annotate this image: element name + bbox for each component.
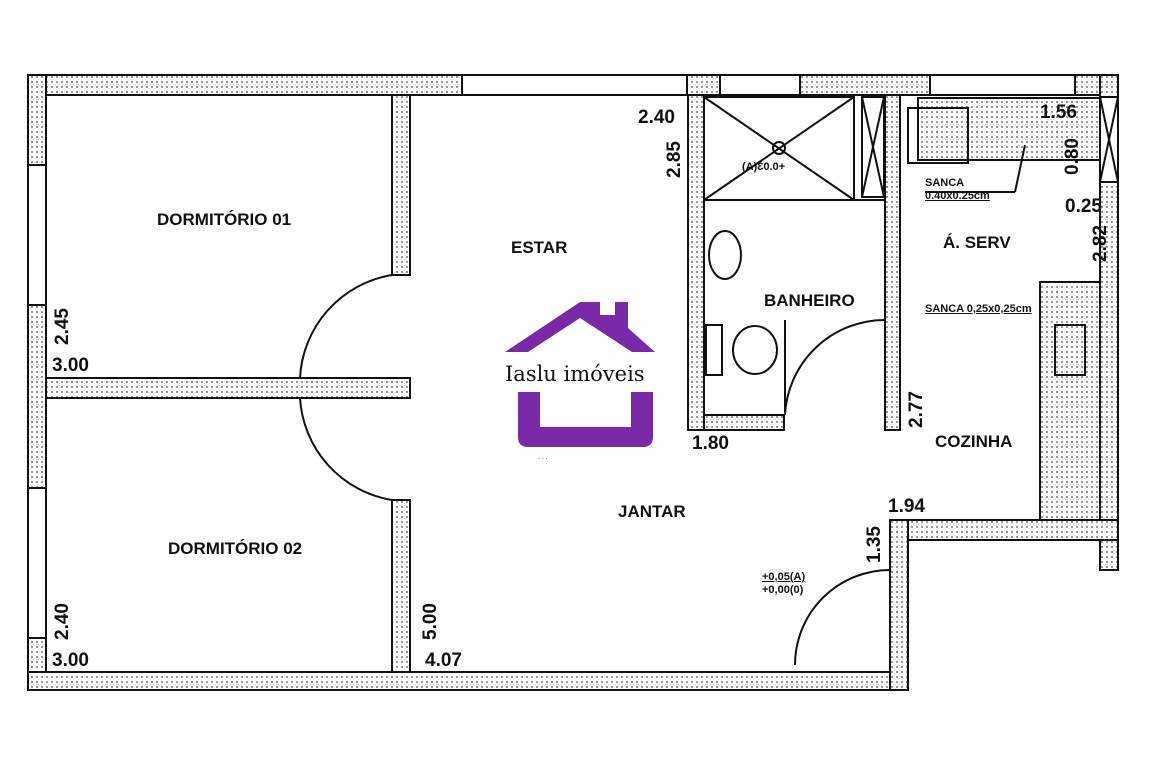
- dim-sala-width: 4.07: [425, 650, 462, 671]
- dim-bath-height: 2.77: [906, 391, 927, 428]
- dim-shower-height: 2.85: [664, 141, 685, 178]
- room-area-servico: Á. SERV: [943, 233, 1011, 252]
- dim-serv-height: 0.80: [1062, 138, 1083, 175]
- fixtures: [299, 96, 1119, 666]
- dim-dorm2-height: 2.40: [52, 603, 73, 640]
- logo-name: Iaslu imóveis: [505, 362, 645, 386]
- dim-shower-width: 2.40: [638, 107, 675, 128]
- logo-tagline: . . .: [538, 454, 548, 461]
- level-entry-bottom: +0,00(0): [762, 584, 804, 596]
- dim-dorm1-height: 2.45: [52, 308, 73, 345]
- room-jantar: JANTAR: [618, 502, 686, 521]
- note-sanca-1-size: 0.40x0.25cm: [925, 190, 990, 202]
- dim-serv-width: 1.56: [1040, 102, 1077, 123]
- note-sanca-1-title: SANCA: [925, 177, 965, 189]
- logo-house-icon: [505, 302, 655, 447]
- walls: [27, 74, 1119, 691]
- dim-kitchen-width: 1.94: [888, 496, 925, 517]
- room-banheiro: BANHEIRO: [764, 291, 855, 310]
- room-cozinha: COZINHA: [935, 432, 1013, 451]
- dim-sala-height: 5.00: [420, 603, 441, 640]
- dim-kitchen-height: 2.82: [1090, 225, 1111, 262]
- room-dormitorio-01: DORMITÓRIO 01: [157, 210, 292, 229]
- room-estar: ESTAR: [511, 238, 568, 257]
- dim-bath-width: 1.80: [692, 433, 729, 454]
- dim-serv-depth: 0.25: [1065, 196, 1102, 217]
- dim-dorm2-width: 3.00: [52, 650, 89, 671]
- note-sanca-2: SANCA 0,25x0,25cm: [925, 303, 1032, 315]
- room-dormitorio-02: DORMITÓRIO 02: [168, 539, 303, 558]
- level-entry-top: +0,05(A): [762, 571, 806, 583]
- level-bath: +0.03(A): [742, 161, 786, 173]
- dim-entry-height: 1.35: [864, 526, 885, 563]
- dim-dorm1-width: 3.00: [52, 355, 89, 376]
